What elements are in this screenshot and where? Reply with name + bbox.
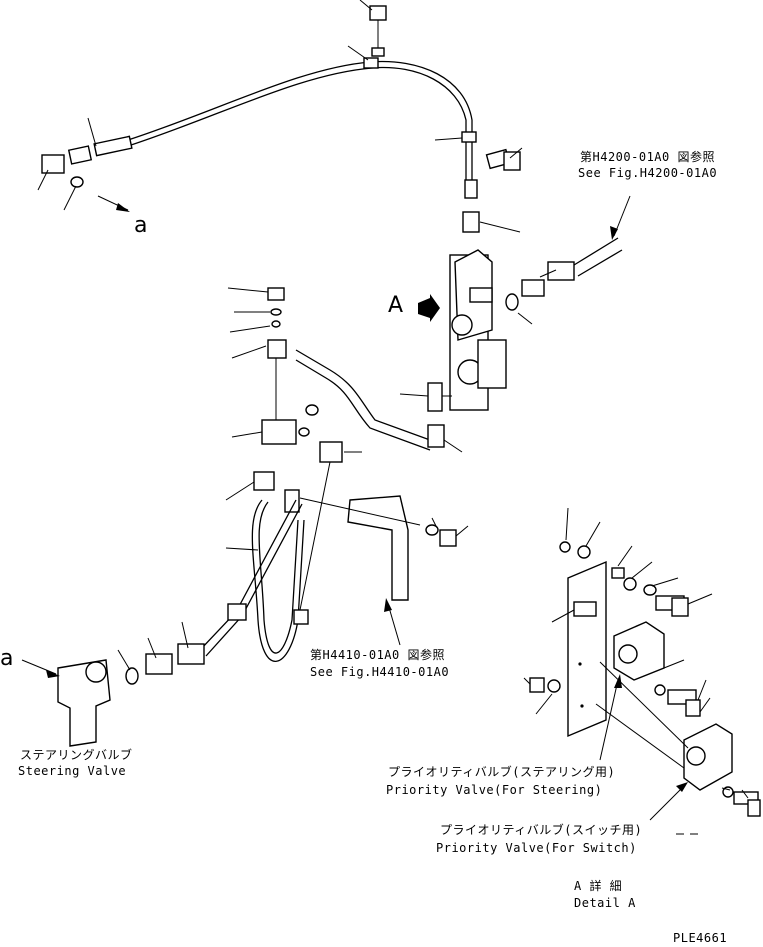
steering-valve-en: Steering Valve [18,764,126,778]
main-valve-assembly [399,195,631,412]
priority-switch-jp: プライオリティバルブ(スイッチ用) [440,822,642,837]
priority-steering-jp: プライオリティバルブ(ステアリング用) [388,764,615,779]
steering-valve [21,659,111,747]
left-fitting-stack [227,287,463,611]
priority-switch-en: Priority Valve(For Switch) [436,841,637,855]
top-hose-assembly [37,0,523,233]
ref-mid-en: See Fig.H4410-01A0 [310,665,449,679]
detail-a-title-jp: A 詳 細 [574,878,622,893]
label-a-lower: a [0,646,13,671]
detail-a-assembly [523,507,761,835]
ref-top-en: See Fig.H4200-01A0 [578,166,717,180]
mid-tube-assembly [117,471,469,685]
ref-mid-jp: 第H4410-01A0 図参照 [310,647,445,662]
steering-valve-jp: ステアリングバルブ [20,747,133,762]
label-view-a: A [388,293,403,318]
label-a-upper: a [134,213,147,238]
priority-steering-en: Priority Valve(For Steering) [386,783,602,797]
detail-a-title-en: Detail A [574,896,636,910]
drawing-code: PLE4661 [673,931,727,945]
view-a-arrow [418,294,440,322]
ref-top-jp: 第H4200-01A0 図参照 [580,149,715,164]
